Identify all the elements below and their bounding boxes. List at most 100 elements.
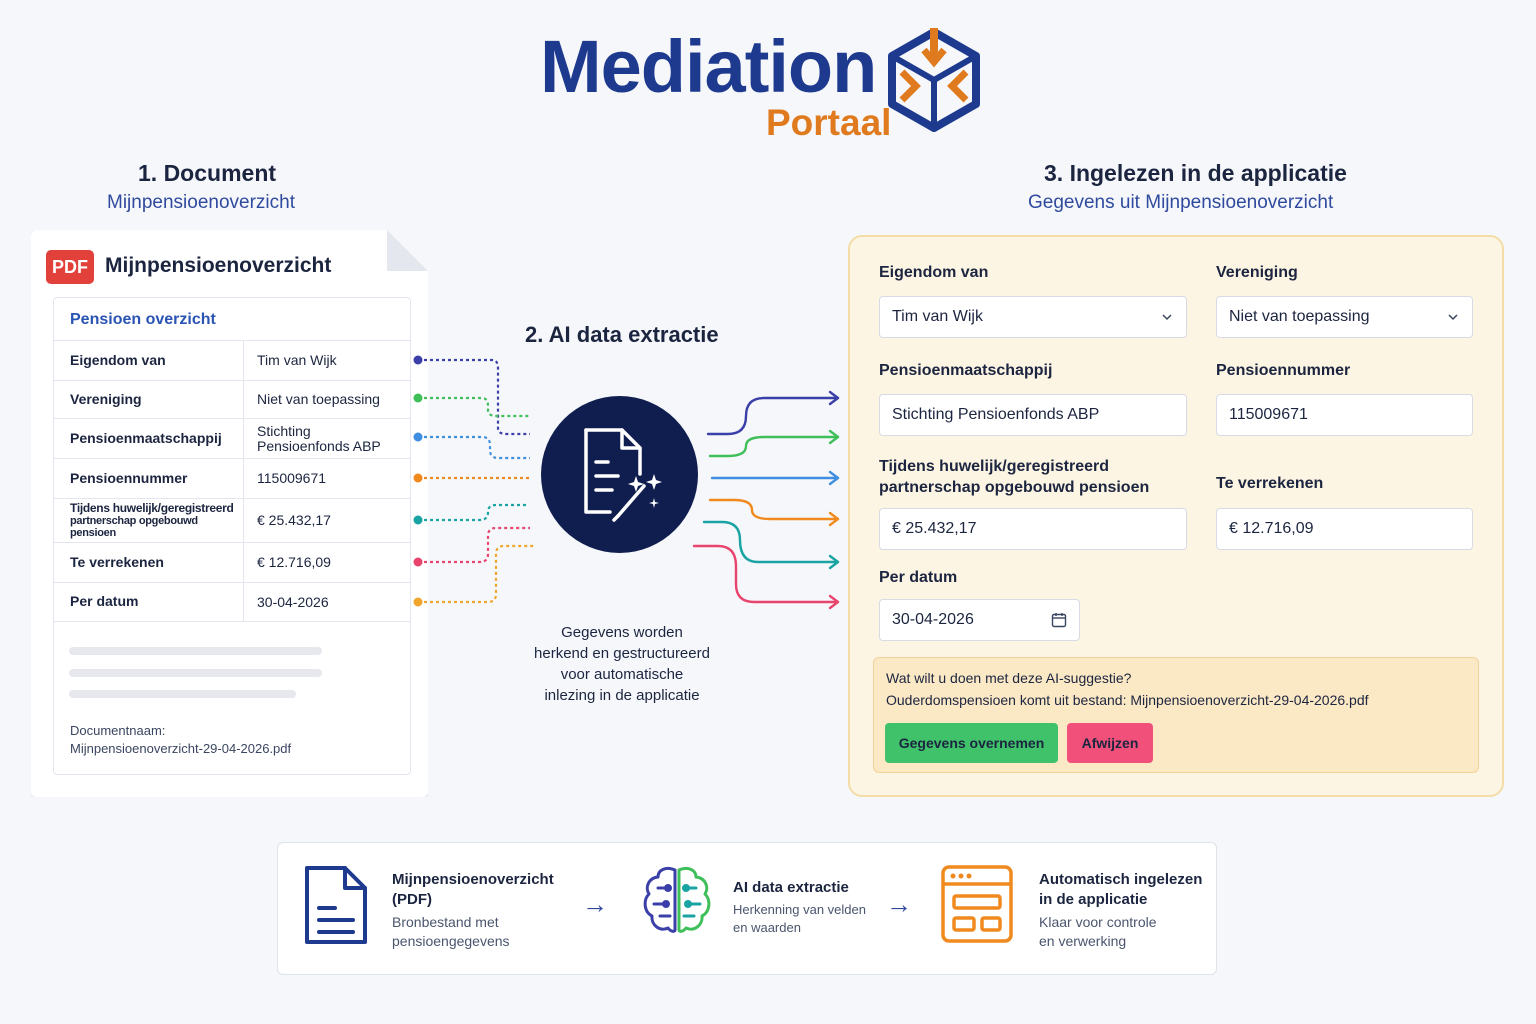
vereniging-label: Vereniging: [1216, 264, 1298, 281]
table-row: Pensioennummer 115009671: [54, 458, 410, 498]
ai-description-line: herkend en gestructureerd: [534, 645, 710, 662]
datum-label: Per datum: [879, 569, 958, 586]
row-label: Per datum: [70, 593, 139, 610]
datum-value: 30-04-2026: [892, 611, 974, 628]
row-value: 30-04-2026: [243, 583, 410, 621]
eigendom-value: Tim van Wijk: [892, 308, 983, 325]
app-window-icon: [941, 865, 1013, 943]
flow-desc-line: Bronbestand met: [392, 914, 499, 930]
huwelijk-value: € 25.432,17: [892, 520, 977, 537]
step1-subtitle: Mijnpensioenoverzicht: [107, 192, 295, 213]
eigendom-select[interactable]: Tim van Wijk: [879, 296, 1187, 338]
flow-desc-line: Herkenning van velden: [733, 902, 866, 917]
document-name-value: Mijnpensioenoverzicht-29-04-2026.pdf: [70, 741, 292, 756]
flow-desc-line: Klaar voor controle: [1039, 914, 1157, 930]
vereniging-value: Niet van toepassing: [1229, 308, 1370, 325]
huwelijk-field[interactable]: € 25.432,17: [879, 508, 1187, 550]
suggestion-source: Ouderdomspensioen komt uit bestand: Mijn…: [886, 692, 1369, 708]
table-row: Tijdens huwelijk/geregistreerd partnersc…: [54, 498, 410, 542]
row-label-multiline: Tijdens huwelijk/geregistreerd partnersc…: [54, 500, 243, 540]
row-value: 115009671: [243, 459, 410, 498]
table-row: Eigendom van Tim van Wijk: [54, 340, 410, 380]
ai-description: Gegevens worden herkend en gestructureer…: [512, 622, 732, 706]
ai-description-line: Gegevens worden: [561, 624, 683, 641]
step2-title: 2. AI data extractie: [525, 322, 719, 347]
flow-desc-line: en verwerking: [1039, 933, 1127, 949]
row-label-line: Tijdens huwelijk/geregistreerd: [70, 500, 234, 515]
logo-title: Mediation: [540, 25, 877, 108]
ai-description-line: inlezing in de applicatie: [544, 687, 700, 704]
maatschappij-label: Pensioenmaatschappij: [879, 362, 1053, 379]
row-value-line: Pensioenfonds ABP: [257, 437, 381, 454]
calendar-icon[interactable]: [1051, 612, 1067, 628]
document-title: Mijnpensioenoverzicht: [105, 254, 332, 277]
accept-data-button[interactable]: Gegevens overnemen: [885, 723, 1058, 763]
row-label: Te verrekenen: [70, 553, 164, 570]
flow-title-line: in de applicatie: [1039, 891, 1148, 908]
process-flow-bar: [277, 842, 1217, 975]
step3-subtitle: Gegevens uit Mijnpensioenoverzicht: [1028, 192, 1334, 213]
flow-title-line: (PDF): [392, 891, 432, 908]
row-label: Pensioennummer: [70, 469, 188, 486]
pensioennummer-label: Pensioennummer: [1216, 362, 1351, 379]
row-label-line: partnerschap opgebouwd pensioen: [70, 515, 198, 540]
maatschappij-field[interactable]: Stichting Pensioenfonds ABP: [879, 394, 1187, 436]
pdf-badge: PDF: [46, 250, 94, 284]
flow-desc-line: en waarden: [733, 920, 801, 935]
verrekenen-label: Te verrekenen: [1216, 475, 1324, 492]
arrow-right-icon: →: [886, 889, 912, 919]
table-row: Pensioenmaatschappij Stichting Pensioenf…: [54, 418, 410, 458]
flow-step1-title: Mijnpensioenoverzicht (PDF): [392, 870, 554, 910]
pension-overview-heading: Pensioen overzicht: [70, 311, 216, 328]
huwelijk-label-line: Tijdens huwelijk/geregistreerd: [879, 458, 1109, 475]
logo-subtitle: Portaal: [766, 102, 892, 143]
flow-step2-desc: Herkenning van velden en waarden: [733, 901, 866, 937]
row-label: Vereniging: [70, 390, 142, 407]
ai-extraction-badge: [541, 396, 698, 553]
huwelijk-label: Tijdens huwelijk/geregistreerd partnersc…: [879, 457, 1149, 499]
row-value: € 25.432,17: [243, 499, 410, 542]
page-fold-icon: [387, 230, 428, 271]
logo-cube-icon: [888, 28, 980, 132]
chevron-down-icon: [1448, 314, 1458, 321]
pensioennummer-field[interactable]: 115009671: [1216, 394, 1473, 436]
datum-field[interactable]: 30-04-2026: [879, 599, 1080, 641]
flow-title-line: Automatisch ingelezen: [1039, 871, 1203, 888]
maatschappij-value: Stichting Pensioenfonds ABP: [892, 406, 1100, 423]
huwelijk-label-line: partnerschap opgebouwd pensioen: [879, 478, 1150, 496]
vereniging-select[interactable]: Niet van toepassing: [1216, 296, 1473, 338]
table-row: Vereniging Niet van toepassing: [54, 380, 410, 418]
verrekenen-value: € 12.716,09: [1229, 520, 1314, 537]
chevron-down-icon: [1162, 314, 1172, 321]
eigendom-label: Eigendom van: [879, 264, 989, 281]
brain-icon: [643, 866, 711, 933]
flow-step1-desc: Bronbestand met pensioengegevens: [392, 913, 510, 951]
suggestion-question: Wat wilt u doen met deze AI-suggestie?: [886, 670, 1132, 686]
row-value-line: Stichting: [257, 422, 311, 439]
document-name-label: Documentnaam:: [70, 723, 166, 738]
row-label: Eigendom van: [70, 351, 166, 368]
row-value: Niet van toepassing: [243, 381, 410, 418]
placeholder-text-line: [69, 690, 296, 698]
verrekenen-field[interactable]: € 12.716,09: [1216, 508, 1473, 550]
table-row: Te verrekenen € 12.716,09: [54, 542, 410, 582]
row-value: Tim van Wijk: [243, 341, 410, 380]
flow-desc-line: pensioengegevens: [392, 933, 510, 949]
flow-step3-title: Automatisch ingelezen in de applicatie: [1039, 870, 1202, 910]
row-value-multiline: Stichting Pensioenfonds ABP: [243, 419, 410, 458]
row-label: Pensioenmaatschappij: [70, 429, 222, 446]
flow-title-line: Mijnpensioenoverzicht: [392, 871, 554, 888]
row-value: € 12.716,09: [243, 543, 410, 582]
document-magic-icon: [584, 428, 662, 522]
document-icon: [305, 866, 367, 944]
ai-description-line: voor automatische: [560, 666, 684, 683]
arrow-right-icon: →: [582, 889, 608, 919]
placeholder-text-line: [69, 647, 322, 655]
step3-title: 3. Ingelezen in de applicatie: [1044, 160, 1347, 186]
flow-step3-desc: Klaar voor controle en verwerking: [1039, 913, 1157, 951]
table-row: Per datum 30-04-2026: [54, 582, 410, 622]
pensioennummer-value: 115009671: [1229, 406, 1308, 423]
placeholder-text-line: [69, 669, 322, 677]
flow-step2-title: AI data extractie: [733, 879, 849, 896]
reject-button[interactable]: Afwijzen: [1067, 723, 1153, 763]
